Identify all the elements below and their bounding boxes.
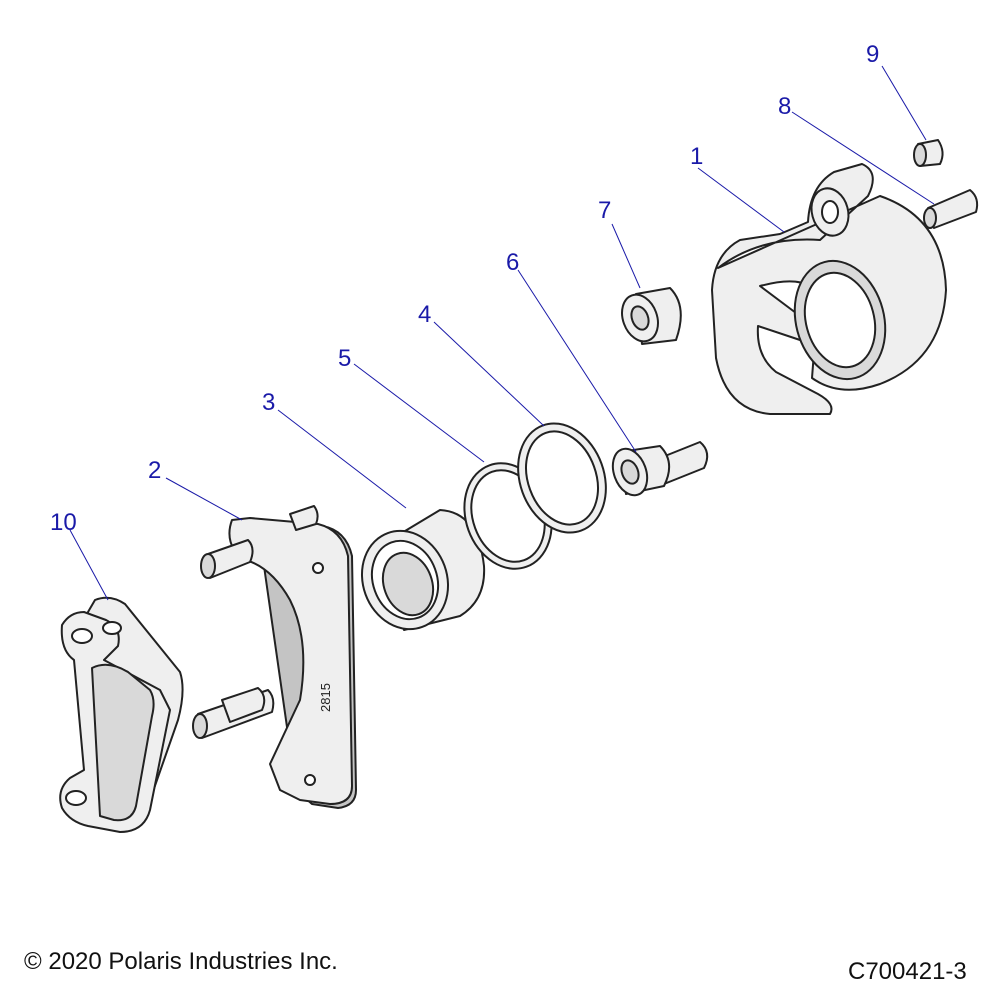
caliper-bracket: 2815	[192, 505, 357, 809]
leader-lines	[69, 65, 935, 601]
bleeder-screw	[923, 189, 979, 229]
bracket-stamp: 2815	[318, 683, 333, 712]
figure-id: C700421-3	[848, 958, 967, 985]
callout-9: 9	[866, 41, 879, 68]
leader-2	[165, 477, 243, 521]
bleeder-cap	[913, 139, 944, 167]
brake-pads	[59, 596, 184, 833]
leader-1	[697, 167, 785, 233]
boot-7	[621, 287, 682, 345]
callout-1: 1	[690, 143, 703, 170]
piston	[360, 509, 486, 631]
leader-3	[277, 409, 407, 509]
leader-5	[353, 363, 485, 463]
callout-labels: 1 2 3 4 5 6 7 8 9 10	[50, 41, 879, 536]
slide-pin-boot	[611, 441, 709, 497]
leader-6	[517, 269, 637, 453]
callout-3: 3	[262, 389, 275, 416]
callout-4: 4	[418, 301, 431, 328]
leader-8	[791, 111, 935, 205]
leader-7	[611, 223, 641, 289]
callout-10: 10	[50, 509, 77, 536]
callout-2: 2	[148, 457, 161, 484]
callout-8: 8	[778, 93, 791, 120]
callout-7: 7	[598, 197, 611, 224]
leader-10	[69, 529, 109, 601]
leader-4	[433, 321, 545, 427]
caliper-housing	[711, 163, 947, 415]
callout-5: 5	[338, 345, 351, 372]
copyright-notice: © 2020 Polaris Industries Inc.	[24, 948, 338, 975]
leader-9	[881, 65, 927, 141]
callout-6: 6	[506, 249, 519, 276]
